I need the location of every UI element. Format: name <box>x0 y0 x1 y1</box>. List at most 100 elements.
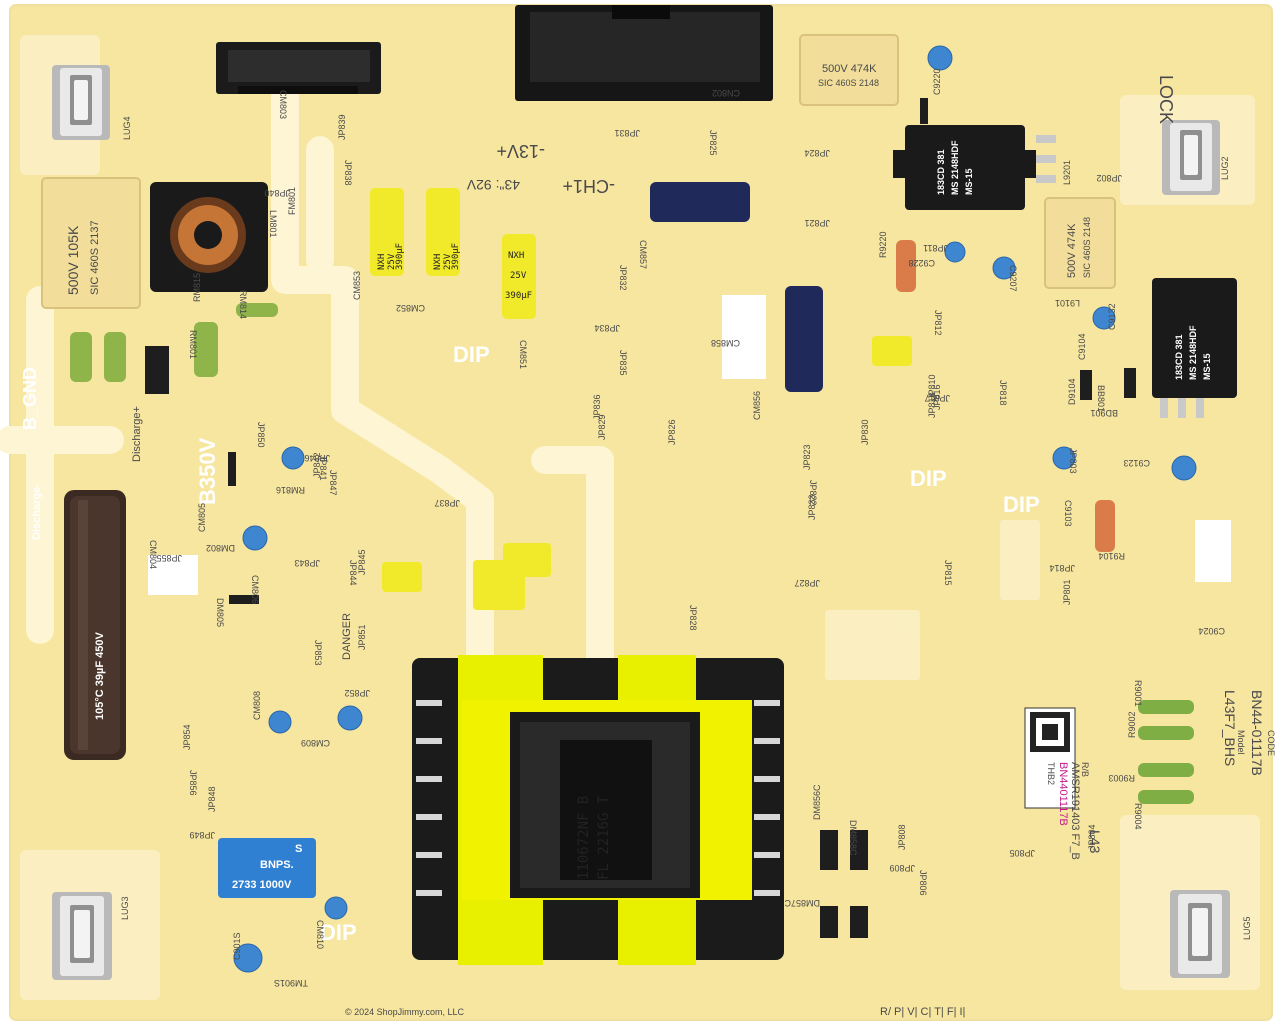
ref-label: C9228 <box>908 258 935 268</box>
ref-label: JP855 <box>156 553 182 563</box>
blue-cap-line2: BNPS. <box>260 859 294 871</box>
lug-top-left <box>52 65 110 140</box>
yellow-cap-3-line1: NXH <box>508 251 524 261</box>
yellow-cap-2-line2: 25V <box>443 253 453 270</box>
ref-label: JP829 <box>597 414 607 440</box>
ref-label: C9207 <box>1008 265 1018 292</box>
silk-danger: DANGER <box>341 613 353 660</box>
silk-lock: LOCK <box>1156 75 1176 124</box>
silk-rail-13v: -13V+ <box>496 141 545 161</box>
board-model: L43F7_BHS <box>1222 690 1238 766</box>
silk-dip-4: DIP <box>320 920 357 945</box>
lug-top-right <box>1162 120 1220 195</box>
ref-designators: CM804CM805CN802CM803CM853CM852CM851CM856… <box>148 68 1225 988</box>
ref-label: DM802 <box>206 543 235 553</box>
blue-cap-line1: S <box>295 843 302 855</box>
ref-label: R9220 <box>878 231 888 258</box>
silk-discharge-plus: Discharge+ <box>131 406 143 462</box>
bulk-capacitor <box>64 490 126 760</box>
ref-label: JP834 <box>594 323 620 333</box>
ref-label: JP837 <box>434 498 460 508</box>
barcode-label <box>1024 707 1076 809</box>
ref-label: JP805 <box>1009 848 1035 858</box>
ref-label: R9104 <box>1098 551 1125 561</box>
film-cap-top <box>799 34 899 106</box>
ref-label: JP844 <box>348 560 358 586</box>
board-model-label: Model <box>1236 730 1246 755</box>
ref-label: C9132 <box>1107 303 1117 330</box>
lug-bottom-right <box>1170 890 1230 978</box>
ref-label: JP811 <box>923 243 948 253</box>
ref-label: JP852 <box>344 688 370 698</box>
ref-label: C9123 <box>1123 458 1150 468</box>
ref-label: RM814 <box>238 290 248 319</box>
film-cap-top-line2: SIC 460S 2148 <box>818 78 879 88</box>
ref-label: C9024 <box>1198 626 1225 636</box>
silk-dip-3: DIP <box>1003 492 1040 517</box>
ref-label: CM810 <box>315 920 325 949</box>
ref-label: JP840 <box>264 188 290 198</box>
ref-label: JP818 <box>998 380 1008 406</box>
ref-label: RM801 <box>188 330 198 359</box>
ref-label: JP833 <box>807 494 817 520</box>
ref-label: BB801 <box>1096 385 1106 412</box>
silk-lug-3: LUG3 <box>120 896 130 920</box>
ref-label: CM853 <box>352 271 362 300</box>
ref-label: JP847 <box>328 470 338 496</box>
choke <box>150 182 268 292</box>
film-cap-right-line2: SIC 460S 2148 <box>1082 217 1092 278</box>
ref-label: CN802 <box>712 88 740 98</box>
ref-label: JP827 <box>794 578 820 588</box>
yellow-cap-2-line1: NXH <box>433 254 443 270</box>
ref-label: BD901 <box>1090 408 1118 418</box>
white-blocks <box>148 295 1231 595</box>
ref-label: JP801 <box>1062 579 1072 605</box>
ic-top <box>893 125 1056 210</box>
ref-label: FM801 <box>287 187 297 215</box>
connector-top-small <box>216 42 381 94</box>
ref-label: JP841 <box>318 455 328 481</box>
ref-label: DM857C <box>784 898 820 908</box>
ref-label: CM803 <box>278 90 288 119</box>
silk-lug-1: LUG4 <box>122 116 132 140</box>
ref-label: JP824 <box>804 148 830 158</box>
ref-label: JP810 <box>927 374 937 400</box>
ref-label: JP804 <box>1087 824 1097 850</box>
transformer-line1: 110672NF B <box>576 796 592 880</box>
ref-label: JP854 <box>182 724 192 750</box>
size-code: L43 <box>1087 830 1103 854</box>
ref-label: JP842 <box>312 452 322 478</box>
ref-label: C9104 <box>1077 333 1087 360</box>
ref-label: CM856 <box>752 391 762 420</box>
ref-label: JP817 <box>924 393 950 403</box>
diodes <box>145 98 1136 938</box>
yellow-cap-1-line2: 25V <box>387 253 397 270</box>
silk-rail-ch1: -CH1+ <box>562 176 615 196</box>
thb-code: THB2 <box>1046 762 1056 785</box>
ref-label: R9002 <box>1127 711 1137 738</box>
ref-label: JP839 <box>337 114 347 140</box>
ref-label: CM808 <box>252 691 262 720</box>
silk-lug-2: LUG2 <box>1220 156 1230 180</box>
film-cap-left-line2: SIC 460S 2137 <box>89 220 101 295</box>
ic-right-line3: MS-15 <box>1202 353 1212 380</box>
silk-discharge-left: Discharge- <box>31 483 43 540</box>
ref-label: JP828 <box>688 605 698 631</box>
yellow-cap-3-line3: 390µF <box>505 291 532 301</box>
ref-label: JP803 <box>1068 448 1078 474</box>
ref-label: JP814 <box>1049 563 1075 573</box>
ref-label: JP832 <box>618 265 628 291</box>
navy-caps <box>650 182 823 392</box>
ic-top-line2: MS 2148HDF <box>950 140 960 195</box>
ref-label: TM901S <box>274 978 308 988</box>
board-code: BN44-01117B <box>1249 690 1265 776</box>
ref-label: D9104 <box>1067 378 1077 405</box>
trace-areas <box>0 81 614 774</box>
ref-label: JP815 <box>943 560 953 586</box>
transformer-line2: FL 2216G T <box>596 795 612 880</box>
silk-rail-volt: 43": 92V <box>466 177 520 193</box>
ref-label: JP809 <box>889 863 915 873</box>
ref-label: JP836 <box>592 394 602 420</box>
barcode-side: R/B <box>1080 762 1090 777</box>
